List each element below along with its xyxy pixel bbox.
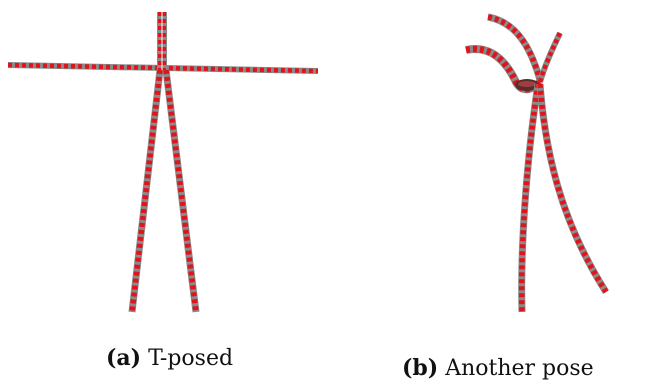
rod-left-leg <box>128 69 164 313</box>
caption-b-text: Another pose <box>445 356 594 381</box>
caption-a-text: T-posed <box>148 346 234 371</box>
rod-leg-left <box>518 83 542 313</box>
rod-right-leg <box>162 69 200 313</box>
panel-b-another-pose <box>465 13 609 313</box>
caption-panel-b: (b) Another pose <box>402 355 594 381</box>
rod-arm-right <box>537 31 563 83</box>
joint-center <box>515 79 539 91</box>
caption-b-tag: (b) <box>402 355 439 381</box>
panel-a-t-posed <box>7 12 319 313</box>
caption-a-tag: (a) <box>106 345 142 371</box>
rod-leg-right <box>536 83 609 294</box>
rod-arm-upper-left <box>487 13 544 81</box>
caption-panel-a: (a) T-posed <box>106 345 233 371</box>
figure-canvas <box>7 12 609 313</box>
